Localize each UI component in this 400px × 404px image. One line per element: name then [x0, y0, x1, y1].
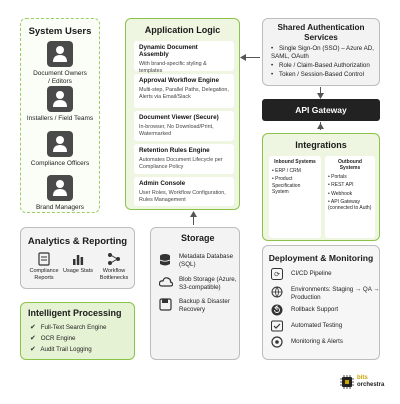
application-logic-title: Application Logic — [144, 25, 221, 35]
check-icon: ✔ — [30, 346, 36, 353]
analytics-label: Workflow Bottlenecks — [99, 268, 129, 281]
user-installers: Installers / Field Teams — [21, 86, 99, 123]
inbound-item: • ERP / CRM — [272, 168, 301, 174]
analytics-item-usage: Usage Stats — [63, 252, 93, 275]
workflow-icon — [107, 252, 121, 266]
storage-title: Storage — [181, 233, 215, 243]
outbound-item: • Webhook — [328, 190, 353, 197]
deployment-panel: Deployment & Monitoring ⟳ CI/CD Pipeline… — [262, 245, 380, 360]
arrow-app-to-auth — [242, 57, 260, 58]
arrow-head-icon — [190, 211, 197, 217]
user-compliance-officers: Compliance Officers — [21, 131, 99, 168]
user-icon — [47, 86, 73, 112]
analytics-panel: Analytics & Reporting Compliance Reports… — [20, 227, 135, 289]
cloud-icon — [158, 276, 174, 291]
user-label: Brand Managers — [35, 204, 85, 211]
auth-item: •Role / Claim-Based Authorization — [271, 62, 370, 69]
check-icon: ✔ — [30, 335, 36, 342]
rollback-icon — [271, 304, 283, 319]
integrations-title: Integrations — [295, 140, 347, 150]
card-admin-console: Admin Console User Roles, Workflow Confi… — [134, 177, 234, 206]
environments-icon — [271, 286, 283, 301]
system-users-panel: System Users Document Owners / Editors I… — [20, 18, 100, 213]
system-users-title: System Users — [28, 26, 92, 37]
backup-icon — [159, 298, 172, 314]
card-title: Document Viewer (Secure) — [139, 114, 219, 121]
shared-auth-title: Shared Authentication Services — [277, 23, 365, 42]
card-retention-rules: Retention Rules Engine Automates Documen… — [134, 144, 234, 174]
analytics-item-compliance: Compliance Reports — [27, 252, 61, 282]
storage-panel: Storage Metadata Database (SQL) Blob Sto… — [150, 227, 240, 360]
card-title: Retention Rules Engine — [139, 147, 210, 154]
card-document-assembly: Dynamic Document Assembly With brand-spe… — [134, 41, 234, 74]
outbound-title: Outbound Systems — [338, 159, 362, 171]
logo-line1: bits — [357, 375, 368, 381]
user-icon — [47, 175, 73, 201]
card-desc: In-browser, No Download/Print, Watermark… — [139, 124, 214, 137]
outbound-item: • REST API — [328, 182, 354, 189]
report-icon — [37, 252, 51, 266]
outbound-item: • API Gateway (connected to Auth) — [328, 198, 372, 212]
arrow-head-icon — [317, 123, 324, 129]
card-title: Dynamic Document Assembly — [139, 44, 198, 58]
card-document-viewer: Document Viewer (Secure) In-browser, No … — [134, 111, 234, 141]
analytics-item-workflow: Workflow Bottlenecks — [95, 252, 133, 282]
application-logic-panel: Application Logic Dynamic Document Assem… — [125, 18, 240, 210]
card-title: Approval Workflow Engine — [139, 77, 219, 84]
testing-icon — [271, 320, 283, 335]
user-icon — [47, 131, 73, 157]
inbound-title: Inbound Systems — [274, 159, 316, 165]
user-label: Compliance Officers — [30, 160, 90, 167]
bits-orchestra-logo: bits orchestra — [340, 372, 388, 394]
auth-item: •Single Sign-On (SSO) – Azure AD, SAML, … — [271, 45, 374, 60]
auth-item: •Token / Session-Based Control — [271, 71, 364, 78]
card-approval-workflow: Approval Workflow Engine Multi-step, Par… — [134, 74, 234, 108]
monitoring-icon — [271, 336, 283, 351]
bar-chart-icon — [71, 252, 85, 266]
inbound-item: • Product Specification System — [272, 176, 301, 195]
user-document-owners: Document Owners / Editors — [21, 41, 99, 86]
outbound-systems: Outbound Systems • Portals • REST API • … — [325, 156, 375, 238]
card-title: Admin Console — [139, 180, 186, 187]
outbound-item: • Portals — [328, 174, 347, 180]
database-icon — [159, 253, 171, 270]
logo-line2: orchestra — [357, 382, 385, 388]
user-brand-managers: Brand Managers — [21, 175, 99, 212]
card-desc: With brand-specific styling & templates — [139, 61, 207, 74]
arrow-storage-to-app — [193, 213, 194, 225]
chip-icon — [340, 375, 354, 389]
arrow-head-icon — [240, 54, 246, 61]
check-icon: ✔ — [30, 324, 36, 331]
shared-auth-panel: Shared Authentication Services •Single S… — [262, 18, 380, 86]
processing-item: ✔ Full-Text Search Engine — [30, 324, 107, 331]
api-gateway: API Gateway — [262, 99, 380, 121]
svg-text:⟳: ⟳ — [274, 271, 280, 279]
processing-title: Intelligent Processing — [28, 308, 122, 318]
integrations-panel: Integrations Inbound Systems • ERP / CRM… — [262, 133, 380, 241]
card-desc: Multi-step, Parallel Paths, Delegation, … — [139, 87, 229, 100]
deployment-title: Deployment & Monitoring — [268, 253, 374, 263]
processing-item: ✔ OCR Engine — [30, 335, 76, 342]
analytics-title: Analytics & Reporting — [27, 236, 128, 247]
inbound-systems: Inbound Systems • ERP / CRM • Product Sp… — [269, 156, 321, 238]
analytics-label: Compliance Reports — [29, 268, 59, 281]
user-icon — [47, 41, 73, 67]
processing-item: ✔ Audit Trail Logging — [30, 346, 92, 353]
arrow-auth-to-gateway — [320, 87, 321, 95]
pipeline-icon: ⟳ — [271, 268, 283, 283]
analytics-label: Usage Stats — [63, 268, 93, 274]
arrow-head-icon — [317, 93, 324, 99]
user-label: Installers / Field Teams — [26, 115, 94, 122]
card-desc: User Roles, Workflow Configuration, Rule… — [139, 190, 226, 203]
user-label: Document Owners / Editors — [33, 70, 87, 85]
card-desc: Automates Document Lifecycle per Complia… — [139, 157, 223, 170]
processing-panel: Intelligent Processing ✔ Full-Text Searc… — [20, 302, 135, 360]
